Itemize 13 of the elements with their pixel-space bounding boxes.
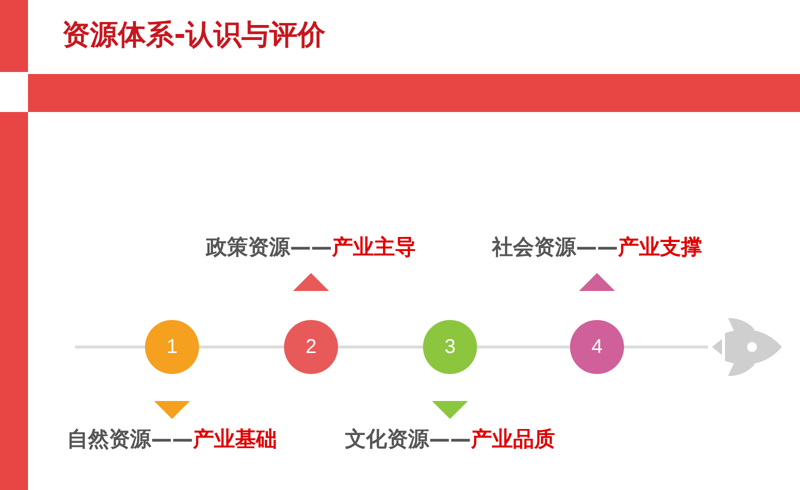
industry-role-label: 产业支撑	[618, 234, 702, 261]
step-circle: 4	[570, 320, 624, 374]
resource-label: 政策资源——	[206, 234, 332, 261]
step-circle: 3	[423, 320, 477, 374]
slide-title: 资源体系-认识与评价	[62, 17, 326, 53]
step-circle: 2	[284, 320, 338, 374]
industry-role-label: 产业品质	[471, 426, 555, 453]
resource-label: 自然资源——	[67, 426, 193, 453]
step-circle: 1	[145, 320, 199, 374]
industry-role-label: 产业基础	[193, 426, 277, 453]
resource-label: 文化资源——	[345, 426, 471, 453]
resource-label: 社会资源——	[492, 234, 618, 261]
industry-role-label: 产业主导	[332, 234, 416, 261]
